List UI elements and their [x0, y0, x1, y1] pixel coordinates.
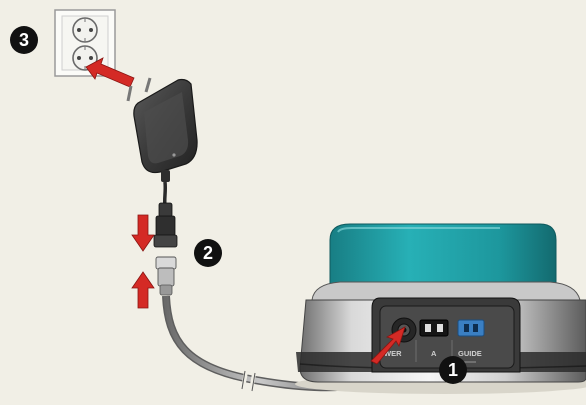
power-adapter-icon — [126, 77, 198, 182]
guide-port-label: GUIDE — [458, 349, 482, 358]
red-arrow-icon — [85, 57, 135, 88]
step-number-icon: 3 — [10, 26, 38, 54]
connector-icon — [153, 202, 178, 296]
a-port — [419, 319, 449, 337]
wall-socket-icon — [54, 9, 116, 77]
guide-port — [457, 319, 485, 337]
red-arrow-icon — [131, 214, 155, 309]
step-3-number: 3 — [19, 30, 29, 50]
red-arrow-icon — [370, 326, 406, 365]
socket-outlet-top — [72, 17, 98, 43]
a-port-label: A — [431, 349, 437, 358]
step-number-icon: 2 — [194, 239, 222, 267]
step-number-icon: 1 — [439, 356, 467, 384]
step-2-number: 2 — [203, 243, 213, 263]
power-port-label: WER — [384, 349, 402, 358]
step-1-number: 1 — [448, 360, 458, 380]
adapter-cable — [162, 181, 168, 207]
